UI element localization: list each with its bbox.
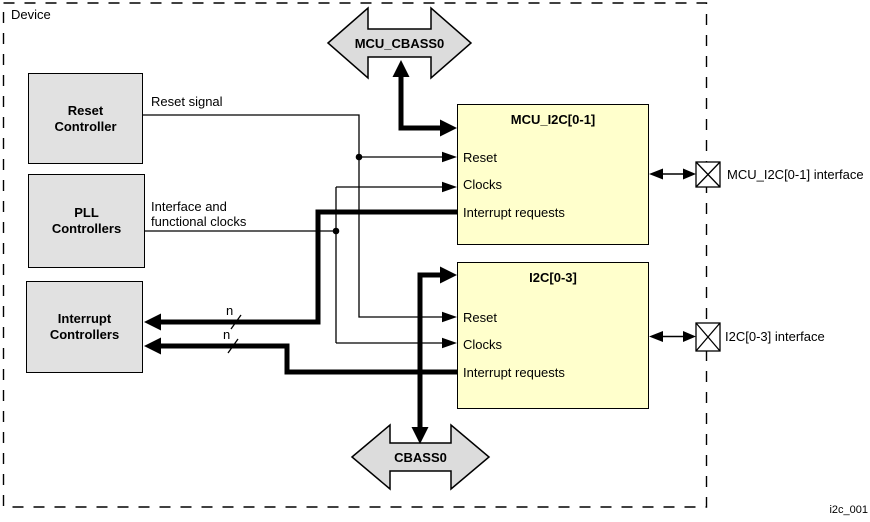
reset-signal-label: Reset signal <box>151 94 223 109</box>
mcu-i2c-port-clocks: Clocks <box>463 177 503 192</box>
i2c-title: I2C[0-3] <box>529 270 577 285</box>
pll-controllers-label: PLL Controllers <box>51 205 122 236</box>
pll-controllers-block: PLL Controllers <box>28 174 145 268</box>
i2c-block: I2C[0-3] Reset Clocks Interrupt requests <box>457 262 649 409</box>
bus-width-label-1: n <box>226 303 234 318</box>
i2c-port-interrupts: Interrupt requests <box>463 365 565 380</box>
x-glyph-bottom <box>695 322 721 352</box>
interrupt-controllers-block: Interrupt Controllers <box>26 281 143 373</box>
mcu-i2c-port-interrupts: Interrupt requests <box>463 205 565 220</box>
mcu-cbass0-label: MCU_CBASS0 <box>354 36 445 51</box>
clocks-net-junction-dot <box>332 227 340 235</box>
clocks-net <box>145 181 457 349</box>
reset-net <box>143 114 457 323</box>
mcu-interrupt-net <box>144 209 457 331</box>
bus-width-slash-1 <box>230 314 242 330</box>
clocks-signal-label: Interface and functional clocks <box>151 199 247 229</box>
reset-net-junction-dot <box>355 153 363 161</box>
figure-id: i2c_001 <box>829 504 868 516</box>
device-label: Device <box>11 7 51 22</box>
i2c-interface-symbol <box>649 322 721 352</box>
bus-width-slash-2 <box>227 338 239 354</box>
i2c-port-clocks: Clocks <box>463 337 503 352</box>
cbass0-bus-link <box>411 266 457 444</box>
mcu-i2c-title: MCU_I2C[0-1] <box>510 112 596 127</box>
mcu-bus-link <box>392 60 457 137</box>
mcu-i2c-interface-label: MCU_I2C[0-1] interface <box>727 167 864 182</box>
reset-controller-block: Reset Controller <box>28 73 143 164</box>
reset-controller-label: Reset Controller <box>54 102 117 134</box>
bus-width-label-2: n <box>223 327 231 342</box>
mcu-cbass0-bus-shape <box>326 6 473 80</box>
i2c-port-reset: Reset <box>463 310 497 325</box>
i2c-interface-label: I2C[0-3] interface <box>725 329 825 344</box>
x-glyph-top <box>695 161 721 188</box>
cbass0-label: CBASS0 <box>394 450 447 465</box>
cbass0-bus-shape <box>350 423 491 491</box>
mcu-i2c-interface-symbol <box>649 161 721 188</box>
device-boundary <box>2 2 708 508</box>
mcu-i2c-block: MCU_I2C[0-1] Reset Clocks Interrupt requ… <box>457 104 649 245</box>
interrupt-controllers-label: Interrupt Controllers <box>49 311 120 342</box>
i2c-interrupt-net <box>144 337 457 375</box>
mcu-i2c-port-reset: Reset <box>463 150 497 165</box>
